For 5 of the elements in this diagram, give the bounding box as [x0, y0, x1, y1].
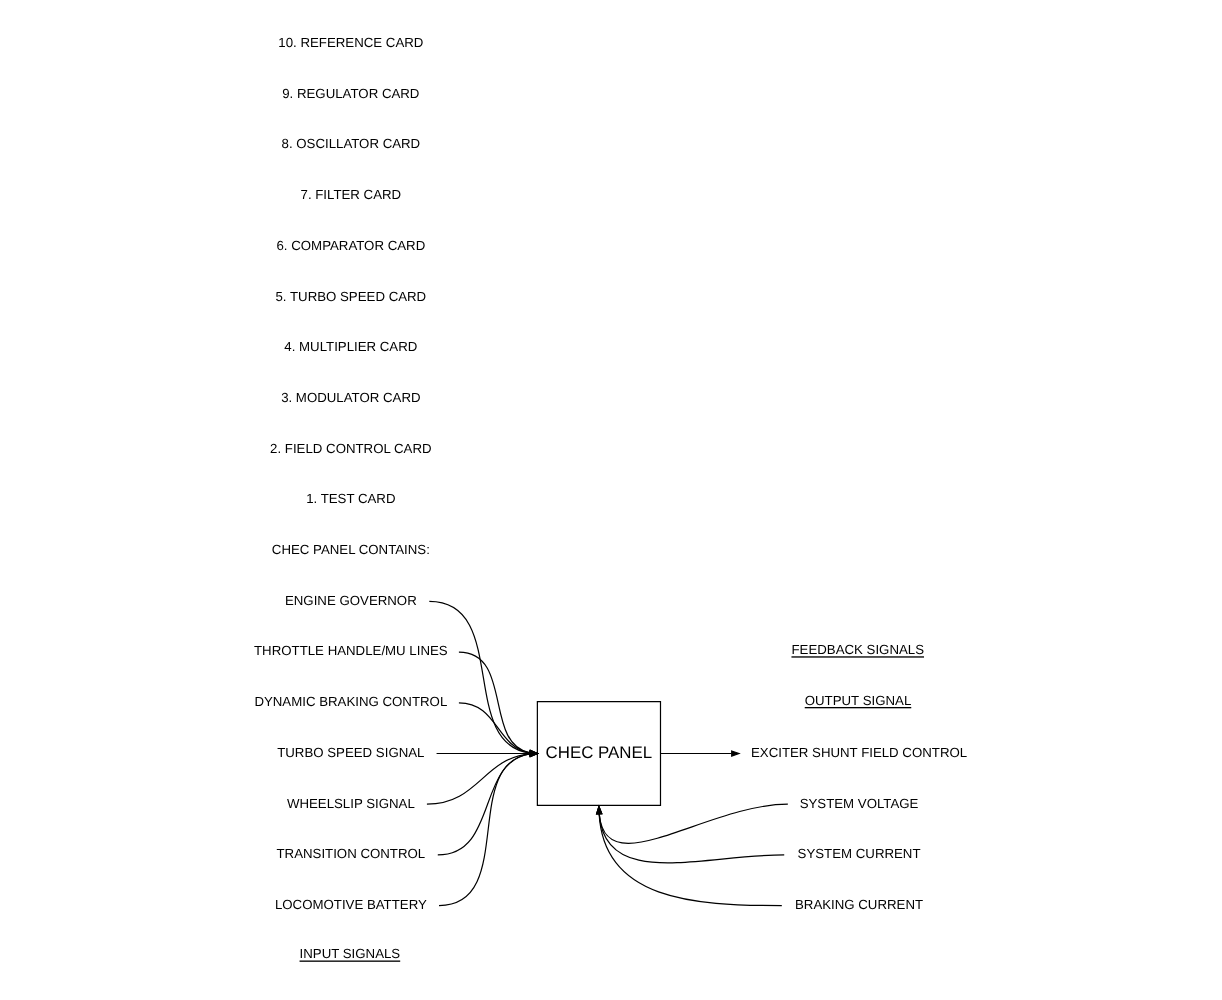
node-box: CHEC PANEL	[536, 701, 662, 806]
arrow	[595, 804, 785, 864]
arrow	[595, 803, 789, 844]
arrow	[659, 750, 741, 757]
arrow	[595, 804, 783, 907]
